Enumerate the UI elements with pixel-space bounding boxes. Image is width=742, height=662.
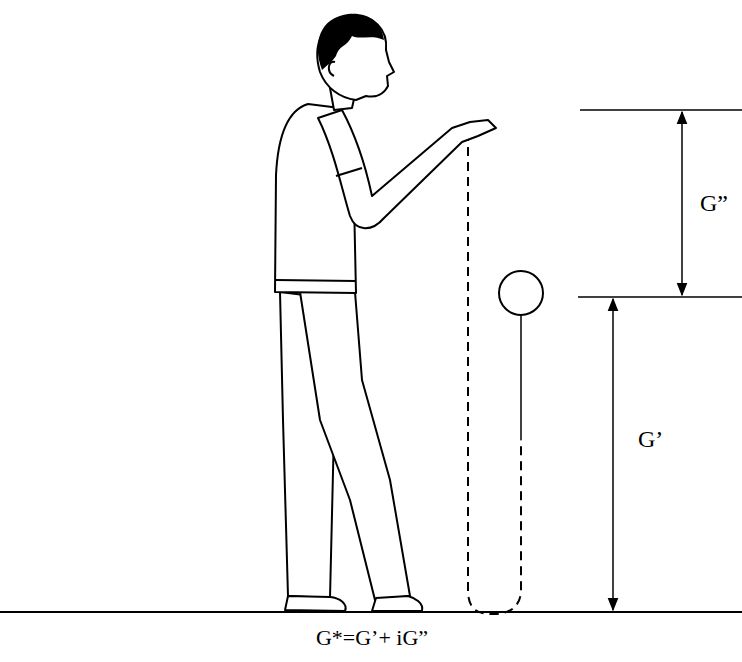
man-figure: [275, 16, 496, 611]
hair: [318, 14, 384, 70]
ball: [499, 271, 543, 315]
dimension-arrow: [612, 299, 614, 610]
extension-line: [580, 109, 742, 111]
ball-path: [520, 316, 522, 440]
ball-path: [468, 132, 521, 614]
dimension-arrow: [681, 112, 683, 295]
dimension-label: G”: [700, 190, 728, 216]
extension-line: [578, 296, 742, 298]
caption: G*=G’+ iG”: [316, 626, 428, 650]
floor-line: [0, 611, 742, 613]
dimension-label: G’: [638, 426, 663, 452]
